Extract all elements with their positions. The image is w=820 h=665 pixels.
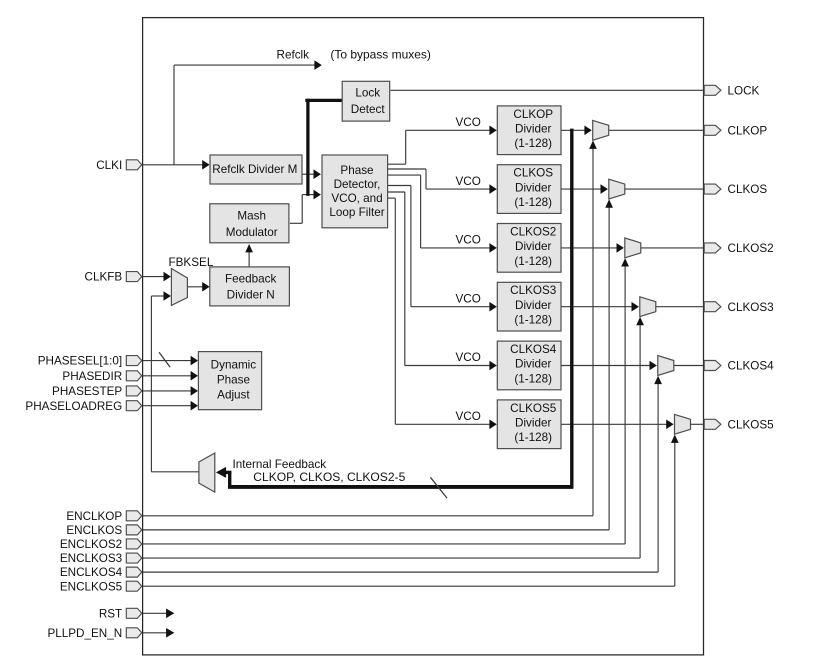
svg-text:CLKOS4: CLKOS4	[510, 343, 557, 356]
svg-text:FBKSEL: FBKSEL	[169, 256, 214, 269]
svg-text:(To bypass muxes): (To bypass muxes)	[330, 49, 431, 62]
svg-text:Divider: Divider	[515, 299, 551, 312]
svg-text:CLKOP: CLKOP	[513, 108, 553, 121]
svg-text:CLKOS2: CLKOS2	[728, 242, 774, 255]
svg-text:Divider: Divider	[515, 181, 551, 194]
svg-text:Divider: Divider	[515, 240, 551, 253]
svg-text:(1-128): (1-128)	[514, 255, 552, 268]
svg-text:(1-128): (1-128)	[514, 314, 552, 327]
svg-text:(1-128): (1-128)	[514, 431, 552, 444]
svg-text:VCO: VCO	[456, 351, 481, 364]
svg-text:CLKOS2: CLKOS2	[510, 225, 556, 238]
svg-text:VCO: VCO	[456, 234, 481, 247]
svg-text:Internal Feedback: Internal Feedback	[233, 458, 327, 471]
svg-text:Adjust: Adjust	[217, 388, 250, 401]
svg-text:Phase: Phase	[340, 164, 373, 177]
svg-text:CLKOP, CLKOS, CLKOS2-5: CLKOP, CLKOS, CLKOS2-5	[253, 471, 406, 484]
svg-text:CLKOS5: CLKOS5	[728, 418, 775, 431]
svg-text:Lock: Lock	[355, 87, 380, 100]
svg-text:ENCLKOS2: ENCLKOS2	[60, 538, 122, 551]
svg-text:CLKOP: CLKOP	[728, 124, 768, 137]
svg-text:Dynamic: Dynamic	[211, 358, 257, 371]
svg-text:Divider: Divider	[515, 358, 551, 371]
svg-text:Mash: Mash	[237, 210, 266, 223]
svg-text:CLKI: CLKI	[96, 159, 122, 172]
svg-text:(1-128): (1-128)	[514, 372, 552, 385]
svg-text:CLKOS3: CLKOS3	[728, 301, 774, 314]
svg-text:(1-128): (1-128)	[514, 196, 552, 209]
svg-text:VCO: VCO	[456, 175, 481, 188]
svg-text:Divider: Divider	[515, 123, 551, 136]
svg-text:Feedback: Feedback	[225, 272, 276, 285]
svg-text:VCO: VCO	[456, 292, 481, 305]
svg-text:PHASESTEP: PHASESTEP	[52, 385, 122, 398]
svg-text:Divider N: Divider N	[227, 288, 275, 301]
svg-text:Divider: Divider	[515, 417, 551, 430]
svg-text:VCO: VCO	[456, 116, 481, 129]
svg-text:ENCLKOS4: ENCLKOS4	[60, 566, 123, 579]
svg-text:CLKFB: CLKFB	[85, 271, 123, 284]
svg-text:VCO: VCO	[456, 410, 481, 423]
svg-text:Detect: Detect	[351, 103, 386, 116]
svg-text:CLKOS: CLKOS	[728, 183, 768, 196]
svg-text:(1-128): (1-128)	[514, 137, 552, 150]
svg-text:RST: RST	[99, 607, 122, 620]
svg-text:CLKOS3: CLKOS3	[510, 284, 556, 297]
svg-text:CLKOS5: CLKOS5	[510, 402, 557, 415]
svg-text:PLLPD_EN_N: PLLPD_EN_N	[47, 627, 122, 640]
svg-text:ENCLKOP: ENCLKOP	[66, 510, 122, 523]
svg-text:PHASEDIR: PHASEDIR	[62, 370, 122, 383]
svg-text:Refclk Divider M: Refclk Divider M	[212, 163, 297, 176]
svg-text:LOCK: LOCK	[728, 84, 760, 97]
svg-text:Loop Filter: Loop Filter	[329, 206, 384, 219]
svg-text:VCO, and: VCO, and	[331, 192, 382, 205]
svg-text:Modulator: Modulator	[226, 226, 278, 239]
svg-text:Detector,: Detector,	[334, 178, 381, 191]
svg-text:ENCLKOS3: ENCLKOS3	[60, 552, 122, 565]
svg-text:PHASESEL[1:0]: PHASESEL[1:0]	[38, 355, 122, 368]
svg-text:ENCLKOS5: ENCLKOS5	[60, 580, 123, 593]
svg-text:Refclk: Refclk	[277, 49, 310, 62]
svg-text:Phase: Phase	[217, 373, 250, 386]
svg-text:ENCLKOS: ENCLKOS	[66, 524, 122, 537]
svg-text:CLKOS: CLKOS	[513, 167, 553, 180]
svg-text:PHASELOADREG: PHASELOADREG	[25, 400, 122, 413]
svg-text:CLKOS4: CLKOS4	[728, 360, 775, 373]
